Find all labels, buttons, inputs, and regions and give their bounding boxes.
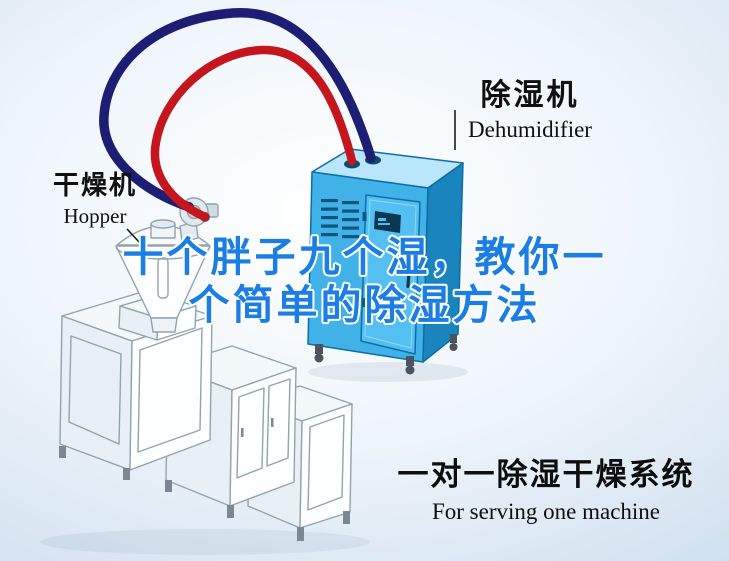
watermark-line-1: 十个胖子九个湿，教你一 — [122, 234, 607, 280]
sight-glass — [157, 257, 169, 299]
machine-panel — [307, 414, 345, 511]
caption: 一对一除湿干燥系统 For serving one machine — [394, 449, 698, 525]
caption-cn: 一对一除湿干燥系统 — [397, 457, 695, 492]
caption-en: For serving one machine — [431, 499, 661, 524]
door-inner-line — [364, 199, 417, 349]
door-hinge — [362, 212, 367, 221]
display-light — [378, 218, 386, 221]
hopper-label: 干燥机 Hopper — [42, 165, 148, 229]
display-light — [378, 223, 390, 225]
caster-wheels — [314, 334, 458, 375]
control-display — [374, 211, 401, 233]
watermark-line-2: 个简单的除湿方法 — [188, 281, 541, 328]
hopper-rim — [115, 245, 211, 260]
machine-door-panel — [236, 387, 265, 479]
supply-air-pipe — [150, 45, 357, 222]
machine-panel — [68, 335, 122, 445]
door-handle — [271, 418, 274, 427]
vent-grille — [321, 199, 359, 239]
machine-feet — [59, 446, 350, 541]
door-handle — [241, 428, 244, 437]
hopper-neck-top — [150, 219, 176, 229]
dehumidifier-unit — [307, 148, 464, 375]
dehumidifier-shadow — [308, 362, 468, 382]
door-handle — [406, 266, 411, 289]
dehumidifier-door — [360, 194, 421, 355]
hopper-pointer-line — [126, 228, 141, 244]
extruder-machine — [59, 291, 353, 541]
machine-door-panel — [266, 378, 291, 467]
machine-shadow — [40, 529, 370, 555]
dehumidifier-label: 除湿机 Dehumidifier — [448, 70, 612, 143]
hopper-label-cn: 干燥机 — [52, 170, 137, 200]
dehumidifier-label-en: Dehumidifier — [468, 117, 592, 142]
watermark-text: 十个胖子九个湿，教你一 个简单的除湿方法 — [0, 234, 729, 329]
machine-panel — [137, 327, 203, 453]
dehumidifier-side — [422, 162, 464, 363]
return-air-pipe — [99, 8, 376, 212]
hopper-outlet — [150, 317, 178, 333]
machine-section-main — [59, 291, 213, 471]
hopper-label-en: Hopper — [63, 204, 127, 228]
dehumidifier-label-cn: 除湿机 — [480, 79, 580, 112]
door-hinge — [361, 298, 366, 307]
